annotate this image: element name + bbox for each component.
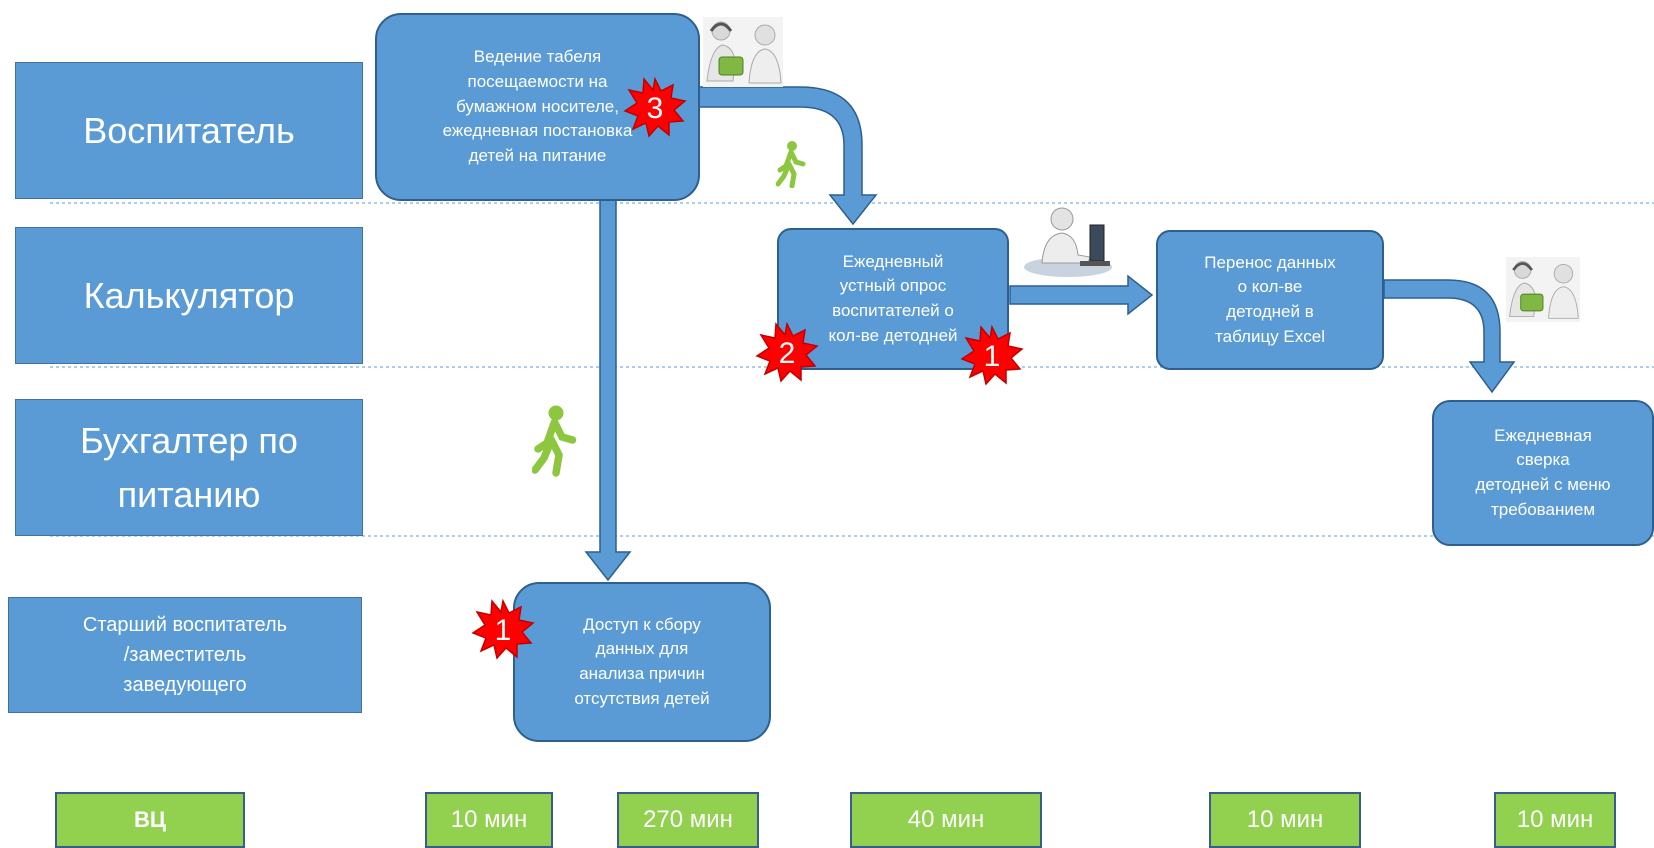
lane-senior-label-line3: заведующего [123,674,247,696]
step-transfer-line: о кол-ве [1237,277,1303,297]
step-attendance-line: Ведение табеля [473,47,602,67]
timeline-time-5: 10 мин [1494,792,1616,848]
timeline-time-4-text: 10 мин [1246,806,1324,833]
step-access-line: данных для [595,639,689,659]
timeline-time-2: 270 мин [617,792,759,848]
timeline-time-4: 10 мин [1209,792,1361,848]
lane-accountant-label-line1: Бухгалтер по [80,419,298,461]
step-access-line: отсутствия детей [574,688,710,708]
arrow-down-long [584,199,632,582]
arrow-right-survey-to-transfer [1009,274,1154,316]
step-reconcile-line: Ежедневная [1494,425,1592,445]
timeline-label-text: ВЦ [134,807,166,832]
step-survey: Ежедневный устный опрос воспитателей о к… [777,228,1009,370]
step-transfer: Перенос данных о кол-ве детодней в табли… [1156,230,1384,370]
lane-calculator: Калькулятор [15,227,363,364]
step-survey-line: устный опрос [839,276,947,296]
step-transfer-line: таблицу Excel [1215,326,1325,346]
step-reconcile-line: сверка [1516,450,1570,470]
timeline-label: ВЦ [55,792,245,848]
timeline-time-1: 10 мин [425,792,553,848]
arrow-curve-transfer-to-reconcile [1383,279,1516,394]
step-reconcile: Ежедневная сверка детодней с меню требов… [1432,400,1654,546]
lane-accountant-label-line2: питанию [117,473,261,515]
walking-person-icon [532,405,577,477]
phone-operator-icon [1505,257,1581,322]
step-survey-line: кол-ве детодней [828,325,958,345]
lane-senior-label-line1: Старший воспитатель [82,614,288,636]
step-survey-line: воспитателей о [832,301,954,320]
step-attendance-line: ежедневная постановка [442,121,633,141]
step-attendance-line: бумажном носителе, [456,96,619,116]
step-attendance: Ведение табеля посещаемости на бумажном … [375,13,700,201]
lane-accountant: Бухгалтер по питанию [15,399,363,536]
timeline-time-5-text: 10 мин [1516,806,1594,833]
phone-operator-icon [703,17,783,87]
timeline-time-2-text: 270 мин [643,806,733,833]
timeline-time-3: 40 мин [850,792,1042,848]
step-access: Доступ к сбору данных для анализа причин… [513,582,771,742]
computer-worker-icon [1024,207,1112,277]
step-access-line: Доступ к сбору [583,614,701,634]
step-reconcile-line: детодней с меню [1475,475,1611,494]
timeline-time-3-text: 40 мин [907,806,985,833]
lane-calculator-label: Калькулятор [83,274,295,316]
step-transfer-line: детодней в [1226,302,1314,321]
lane-senior-label-line2: /заместитель [123,644,247,666]
arrow-curve-attendance-to-survey [689,86,878,226]
lane-senior: Старший воспитатель /заместитель заведую… [8,597,362,713]
lane-teacher-label: Воспитатель [83,109,295,151]
step-transfer-line: Перенос данных [1204,252,1336,272]
step-reconcile-line: требованием [1490,499,1596,519]
timeline-time-1-text: 10 мин [450,806,528,833]
lane-teacher: Воспитатель [15,62,363,199]
step-access-line: анализа причин [579,664,705,683]
step-attendance-line: детей на питание [468,145,607,165]
walking-person-icon [776,141,806,188]
step-attendance-line: посещаемости на [467,72,608,92]
step-survey-line: Ежедневный [842,251,944,271]
